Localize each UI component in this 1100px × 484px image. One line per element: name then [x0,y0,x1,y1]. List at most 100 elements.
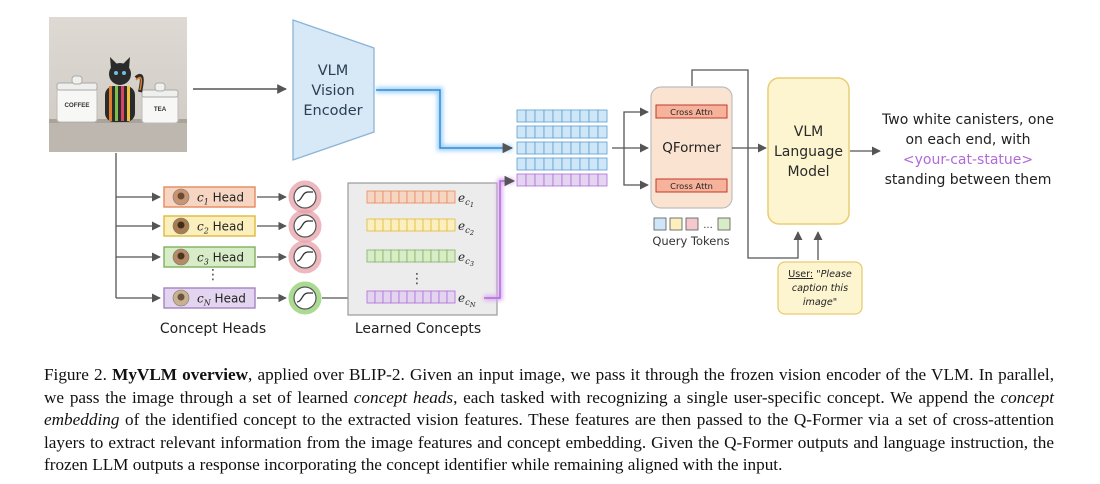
concept-token [570,173,581,187]
concept-avatar-icon [172,188,190,206]
svg-text:TEA: TEA [154,106,167,113]
cross-attn-top: Cross Attn [670,107,713,117]
vision-token [597,141,608,155]
vision-token [534,109,545,123]
qformer: Cross Attn QFormer Cross Attn [650,86,733,209]
vision-token [525,109,536,123]
user-text-3: image" [803,297,837,308]
learned-concept-4: ecN [366,290,476,309]
sigmoid-icon [288,180,322,214]
vision-token [534,125,545,139]
figure-caption: Figure 2. MyVLM overview, applied over B… [44,364,1054,477]
learned-concept-1: ec1 [366,190,474,209]
concept-head-2: c2 Head [163,215,256,237]
vision-token [543,141,554,155]
caption-text-3: of the identified concept to the extract… [44,410,1054,475]
caption-italic-1: concept heads [353,387,454,407]
vision-token [597,125,608,139]
learned-concepts-title: Learned Concepts [355,321,481,337]
vision-token [579,141,590,155]
concept-token [525,173,536,187]
vision-token [552,157,563,171]
vision-token [516,157,527,171]
caption-text-1: , applied over BLIP-2. Given an input im… [44,365,1054,407]
vision-token [570,109,581,123]
concept-token [516,173,527,187]
model-output: Two white canisters, one on each end, wi… [881,112,1054,188]
concept-token [561,173,572,187]
concept-avatar-icon [172,289,190,307]
caption-text-2: , each tasked with recognizing a single … [453,387,1001,407]
concept-head-4: cN Head [163,287,256,309]
caption-title: MyVLM overview [112,365,249,384]
vision-token [561,125,572,139]
concept-token [579,173,590,187]
user-prefix: User: [788,269,813,280]
myvlm-overview-diagram: COFFEE TEA VLM Vision [49,17,1054,337]
qformer-to-llm-top [691,69,803,259]
output-line-2: on each end, with [905,132,1030,148]
encoder-label-3: Encoder [303,103,362,119]
llm-label-2: Language [774,144,843,160]
concept-embedding-label: ecN [458,291,476,309]
cross-attn-bottom: Cross Attn [670,181,713,191]
vision-token [597,157,608,171]
head-label: Head [209,251,244,265]
language-model: VLM Language Model [767,77,850,225]
vision-token [588,125,599,139]
user-prompt: User: "Please caption this image" [777,261,863,315]
vision-token [597,109,608,123]
vision-token [570,157,581,171]
concept-embedding-label: ec3 [458,250,474,268]
vision-token [525,141,536,155]
learned-concepts: ec1 ec2 ec3 ecN ⋮ Learned Concepts [347,182,498,337]
concept-token [552,173,563,187]
encoder-label-2: Vision [311,83,354,99]
vision-token [570,141,581,155]
vision-token-row [516,109,608,123]
vision-token [552,125,563,139]
vision-token [579,109,590,123]
vision-token [588,141,599,155]
vision-token [516,125,527,139]
concepts-vertical-dots: ⋮ [410,271,424,287]
vision-token [534,141,545,155]
concept-heads: c1 Head c2 Head c3 Head cN Head [163,186,256,309]
vision-token [534,157,545,171]
image-to-heads-branch [115,153,161,303]
concept-token [588,173,599,187]
sigmoid-icon [288,209,322,243]
vision-features-connector [376,87,514,154]
caption-fig-label: Figure 2. [44,365,113,384]
concept-heads-title: Concept Heads [160,321,266,337]
concept-embedding-label: ec2 [458,219,474,237]
sigmoid-icon [288,240,322,274]
concept-token [534,173,545,187]
concept-token-appended [516,173,608,187]
coffee-canister: COFFEE [56,75,98,123]
vision-token [543,125,554,139]
svg-text:COFFEE: COFFEE [64,102,89,109]
vision-token [561,109,572,123]
output-line-1: Two white canisters, one [881,112,1054,128]
vision-token [570,125,581,139]
llm-label-3: Model [787,164,829,180]
vision-token [552,109,563,123]
head-label: Head [209,191,244,205]
qformer-label: QFormer [662,140,721,156]
concept-token [543,173,554,187]
svg-text:c2 Head: c2 Head [197,220,244,236]
svg-text:User: "Please: User: "Please [788,269,852,280]
tea-canister: TEA [141,82,179,124]
learned-concept-2: ec2 [366,218,474,237]
concept-to-stack-connector [484,175,516,301]
svg-text:cN Head: cN Head [197,292,246,308]
concept-head-1: c1 Head [163,186,256,208]
input-image: COFFEE TEA [49,17,187,152]
sigmoid-icon [288,281,322,315]
head-subscript: 1 [204,198,209,207]
vision-token-stack [516,109,608,171]
concept-head-3: c3 Head [163,246,256,268]
head-subscript: 3 [204,258,209,267]
vision-token [516,109,527,123]
